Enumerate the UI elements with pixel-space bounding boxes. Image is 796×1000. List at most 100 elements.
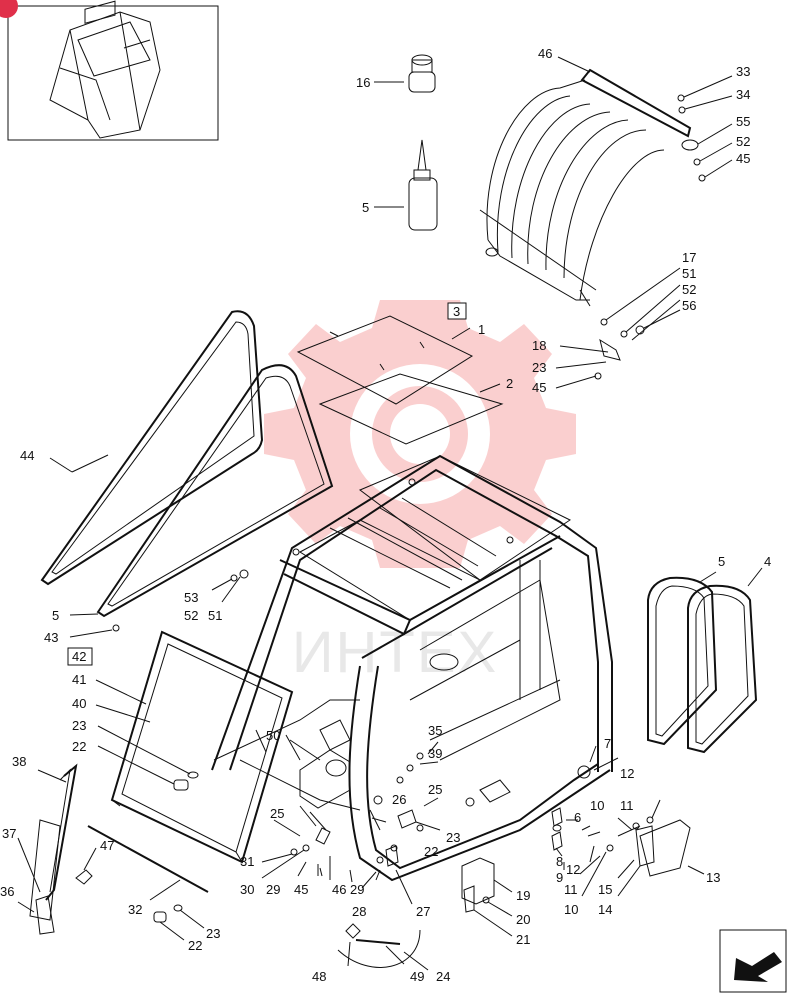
callout-label: 46 <box>332 882 346 897</box>
callout-label: 11 <box>620 798 634 813</box>
wiper-motor-50 <box>289 719 351 809</box>
callout-label: 56 <box>682 298 696 313</box>
callout-label: 18 <box>532 338 546 353</box>
callout-label: 43 <box>44 630 58 645</box>
callout-label: 47 <box>100 838 114 853</box>
callout-label: 33 <box>736 64 750 79</box>
watermark-text: ИНТЕХ <box>292 620 498 685</box>
thumbnail-cab <box>0 0 219 141</box>
callout-label: 23 <box>206 926 220 941</box>
hardware-17-45 <box>555 267 681 389</box>
wiper-assembly <box>17 763 78 935</box>
bottle-16-icon <box>374 54 436 93</box>
callout-label: 14 <box>598 902 612 917</box>
callout-label: 35 <box>428 723 442 738</box>
callout-label: 36 <box>0 884 14 899</box>
callout-label: 12 <box>566 862 580 877</box>
callout-label: 1 <box>478 322 485 337</box>
callout-label: 31 <box>240 854 254 869</box>
callout-label: 17 <box>682 250 696 265</box>
roof-panel-2 <box>318 373 504 445</box>
callout-label: 38 <box>12 754 26 769</box>
washer-reservoir-19 <box>461 857 513 937</box>
callout-label: 37 <box>2 826 16 841</box>
callout-labels: 16 5 46 33 34 55 52 45 17 51 52 56 18 23… <box>0 46 771 984</box>
hardware-center <box>290 741 619 905</box>
hinge-22-23 <box>97 725 199 791</box>
callout-label: 44 <box>20 448 34 463</box>
callout-label: 23 <box>532 360 546 375</box>
door-glass-41 <box>67 630 294 864</box>
callout-label: 9 <box>556 870 563 885</box>
callout-label: 41 <box>72 672 86 687</box>
callout-label: 25 <box>428 782 442 797</box>
callout-label: 24 <box>436 969 450 984</box>
hardware-53-51 <box>211 569 249 603</box>
washer-hose-49 <box>337 923 429 971</box>
callout-label: 46 <box>538 46 552 61</box>
callout-label: 5 <box>718 554 725 569</box>
callout-label: 28 <box>352 904 366 919</box>
callout-label: 42 <box>72 649 86 664</box>
callout-label: 50 <box>266 728 280 743</box>
callout-label: 12 <box>620 766 634 781</box>
hardware-33-45 <box>677 75 733 182</box>
bottle-5-icon <box>374 139 438 231</box>
side-glass-4-right <box>687 567 763 754</box>
callout-label: 6 <box>574 810 581 825</box>
callout-label: 29 <box>266 882 280 897</box>
callout-label: 5 <box>52 608 59 623</box>
callout-label: 32 <box>128 902 142 917</box>
callout-label: 13 <box>706 870 720 885</box>
callout-label: 10 <box>590 798 604 813</box>
direction-arrow-icon <box>719 929 787 993</box>
callout-label: 55 <box>736 114 750 129</box>
callout-label: 8 <box>556 854 563 869</box>
panel-13-and-hardware <box>551 799 705 877</box>
callout-label: 10 <box>564 902 578 917</box>
callout-label: 29 <box>350 882 364 897</box>
callout-label: 52 <box>736 134 750 149</box>
callout-label: 40 <box>72 696 86 711</box>
callout-label: 51 <box>682 266 696 281</box>
callout-label: 30 <box>240 882 254 897</box>
callout-label: 23 <box>72 718 86 733</box>
cab-frame <box>211 454 613 882</box>
leader-lines <box>49 457 641 897</box>
callout-label: 52 <box>184 608 198 623</box>
callout-label: 39 <box>428 746 442 761</box>
callout-label: 52 <box>682 282 696 297</box>
callout-label: 20 <box>516 912 530 927</box>
callout-label: 45 <box>736 151 750 166</box>
callout-label: 45 <box>294 882 308 897</box>
page-badge-icon <box>0 0 18 18</box>
callout-label: 21 <box>516 932 530 947</box>
callout-label: 26 <box>392 792 406 807</box>
door-rod-32 <box>75 825 209 941</box>
window-5-left <box>69 364 334 638</box>
callout-label: 15 <box>598 882 612 897</box>
callout-label: 19 <box>516 888 530 903</box>
callout-label: 16 <box>356 75 370 90</box>
callout-label: 51 <box>208 608 222 623</box>
callout-label: 45 <box>532 380 546 395</box>
callout-label: 22 <box>72 739 86 754</box>
callout-label: 25 <box>270 806 284 821</box>
callout-label: 22 <box>188 938 202 953</box>
callout-label: 23 <box>446 830 460 845</box>
callout-label: 5 <box>362 200 369 215</box>
callout-label: 53 <box>184 590 198 605</box>
windshield-44 <box>40 310 264 586</box>
watermark-gear-logo <box>264 300 576 568</box>
callout-label: 49 <box>410 969 424 984</box>
roof-guard-46 <box>479 56 692 307</box>
callout-label: 22 <box>424 844 438 859</box>
callout-label: 7 <box>604 736 611 751</box>
callout-label: 27 <box>416 904 430 919</box>
callout-label: 2 <box>506 376 513 391</box>
side-glass-5-right <box>647 576 718 746</box>
callout-label: 34 <box>736 87 750 102</box>
roof-panel-1 <box>296 302 474 405</box>
callout-label: 3 <box>453 304 460 319</box>
